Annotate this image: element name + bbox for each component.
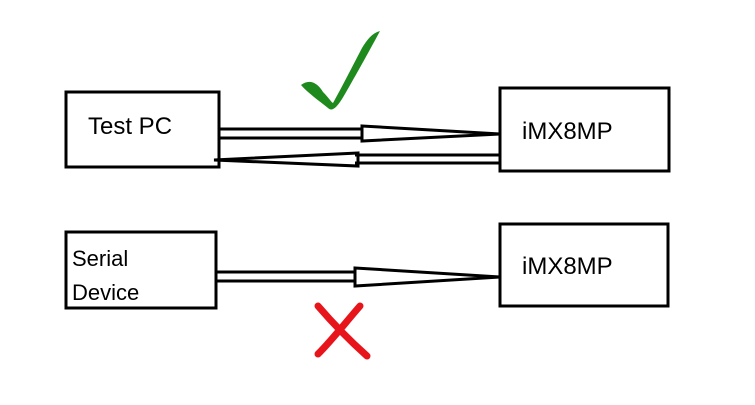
imx8mp-bottom-label: iMX8MP xyxy=(522,253,613,280)
top-cable-lower xyxy=(213,151,500,168)
imx8mp-top-label: iMX8MP xyxy=(522,118,613,145)
serial-device-box xyxy=(64,230,218,310)
imx8mp-bottom-box xyxy=(498,222,670,308)
green-checkmark-icon xyxy=(301,31,380,110)
serial-device-label-line2: Device xyxy=(72,280,140,305)
imx8mp-top-box xyxy=(498,86,671,173)
serial-device-label-line1: Serial xyxy=(72,246,129,271)
red-cross-icon xyxy=(314,302,371,360)
test-pc-label: Test PC xyxy=(88,113,173,140)
top-cable-upper xyxy=(219,124,501,143)
bottom-cable xyxy=(216,266,501,288)
